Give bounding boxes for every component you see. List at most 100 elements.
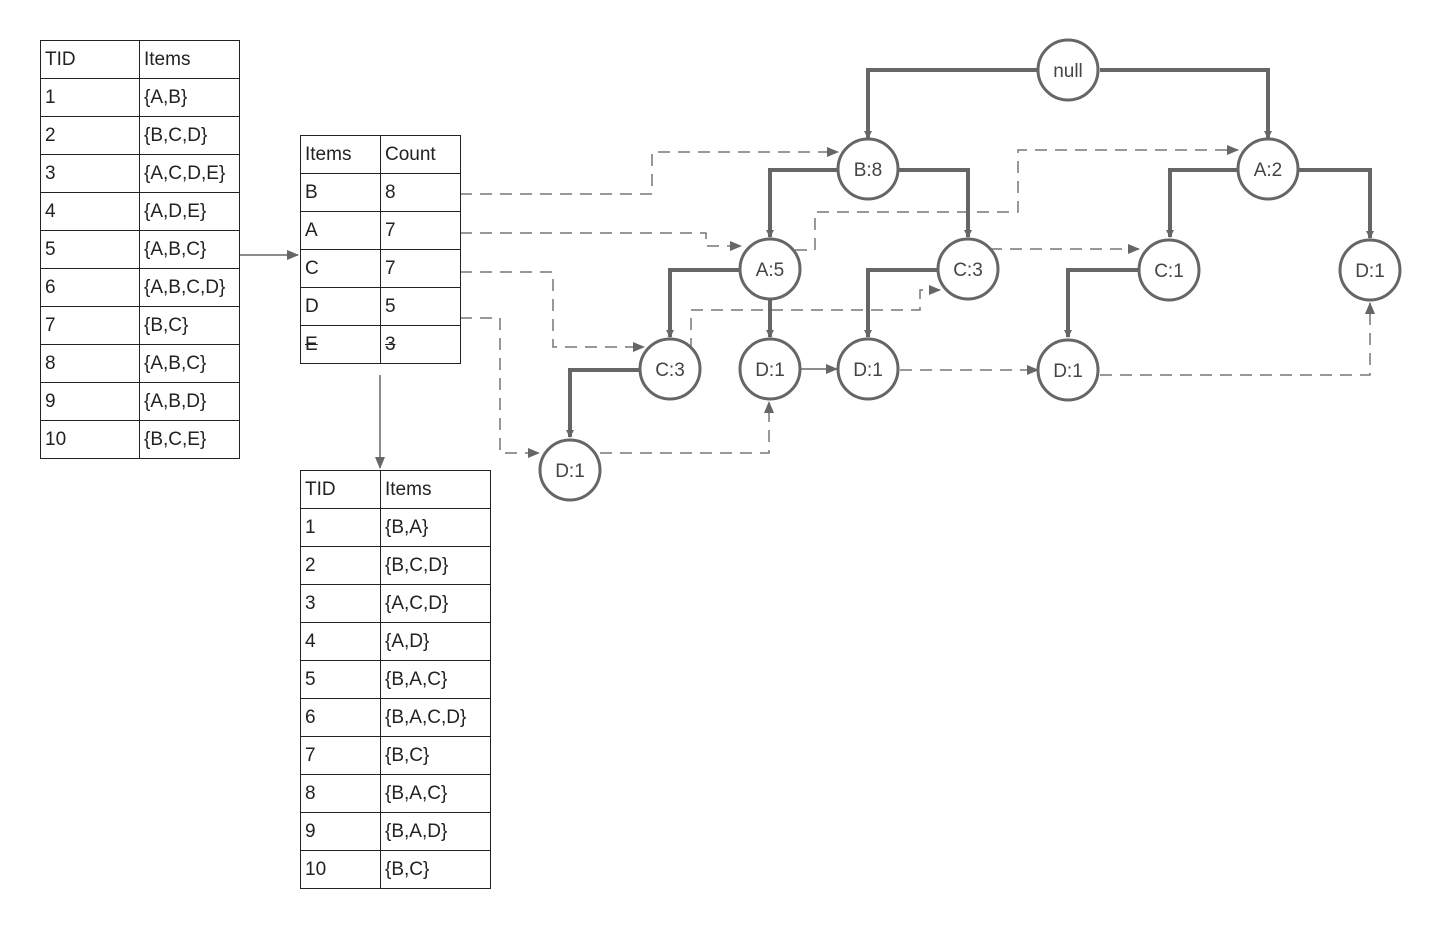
column-header: Items	[139, 40, 240, 79]
table-cell: {B,A,C}	[380, 660, 491, 699]
ordered-transaction-row: 7{B,C}	[300, 736, 491, 775]
tree-node-circle	[738, 237, 802, 301]
table-cell: {B,C,D}	[380, 546, 491, 585]
tree-node-d1a: D:1	[738, 337, 802, 401]
table-cell: 6	[40, 268, 140, 307]
tree-edge-c1-d1c	[1064, 268, 1139, 338]
column-header: Items	[300, 135, 381, 174]
transaction-row: 8{A,B,C}	[40, 344, 240, 383]
header-link-a	[460, 232, 742, 251]
tree-node-d1r: D:1	[1338, 238, 1402, 302]
table-cell: 10	[40, 420, 140, 459]
table-cell: 10	[300, 850, 381, 889]
table-cell: D	[300, 287, 381, 326]
table-cell: {A,C,D,E}	[139, 154, 240, 193]
tree-node-label: D:1	[1053, 361, 1083, 382]
ordered-transaction-row: 8{B,A,C}	[300, 774, 491, 813]
header-link-b	[460, 147, 839, 195]
tree-node-label: D:1	[1355, 261, 1385, 282]
tree-edge-root-b8	[864, 68, 1038, 139]
ordered-transaction-row: 9{B,A,D}	[300, 812, 491, 851]
table-cell: 4	[40, 192, 140, 231]
table-cell: 5	[40, 230, 140, 269]
table-cell: {A,D}	[380, 622, 491, 661]
table-cell: {A,B,C,D}	[139, 268, 240, 307]
transaction-row: 9{A,B,D}	[40, 382, 240, 421]
table-cell: 7	[40, 306, 140, 345]
table-cell: 3	[380, 325, 461, 364]
table-cell: {B,A,D}	[380, 812, 491, 851]
tree-node-d1b: D:1	[836, 337, 900, 401]
tree-node-circle	[1137, 238, 1201, 302]
transaction-row: 6{A,B,C,D}	[40, 268, 240, 307]
node-link-d1d-d1a	[600, 401, 774, 454]
tree-edge-a2-c1	[1166, 168, 1238, 238]
transaction-row: 3{A,C,D,E}	[40, 154, 240, 193]
table-cell: A	[300, 211, 381, 250]
table-cell: 3	[300, 584, 381, 623]
tree-node-a5: A:5	[738, 237, 802, 301]
tree-node-label: D:1	[853, 360, 883, 381]
table-cell: 7	[300, 736, 381, 775]
tree-node-label: D:1	[755, 360, 785, 381]
table-cell: {B,C}	[380, 736, 491, 775]
transaction-row: 4{A,D,E}	[40, 192, 240, 231]
table-cell: {B,A,C,D}	[380, 698, 491, 737]
column-header: TID	[300, 470, 381, 509]
tree-node-label: A:5	[756, 260, 785, 281]
tree-node-circle	[836, 337, 900, 401]
tree-node-a2: A:2	[1236, 137, 1300, 201]
tree-node-label: B:8	[854, 160, 883, 181]
node-link-d1c-d1r	[1100, 302, 1375, 376]
table-cell: 1	[300, 508, 381, 547]
table-cell: {B,C,D}	[139, 116, 240, 155]
ordered-transaction-row: 2{B,C,D}	[300, 546, 491, 585]
table-cell: 8	[300, 774, 381, 813]
column-header: Count	[380, 135, 461, 174]
tree-node-circle	[1036, 338, 1100, 402]
table-cell: 9	[40, 382, 140, 421]
tree-edge-c3r-d1b	[864, 268, 938, 338]
transaction-row: 10{B,C,E}	[40, 420, 240, 459]
ordered-transaction-row: 1{B,A}	[300, 508, 491, 547]
table-cell: 9	[300, 812, 381, 851]
table-cell: 6	[300, 698, 381, 737]
transaction-row: 1{A,B}	[40, 78, 240, 117]
table-cell: {B,C}	[380, 850, 491, 889]
tree-node-circle	[638, 337, 702, 401]
table-cell: 5	[300, 660, 381, 699]
tree-edge-c3l-d1d	[566, 368, 640, 438]
tree-node-circle	[1036, 38, 1100, 102]
tree-node-c1: C:1	[1137, 238, 1201, 302]
transaction-row: 5{A,B,C}	[40, 230, 240, 269]
table-cell: {A,D,E}	[139, 192, 240, 231]
tree-node-circle	[936, 237, 1000, 301]
tree-node-circle	[836, 137, 900, 201]
table-cell: 8	[40, 344, 140, 383]
tree-node-label: C:3	[953, 260, 983, 281]
table-cell: B	[300, 173, 381, 212]
table-cell: E	[300, 325, 381, 364]
table-cell: 8	[380, 173, 461, 212]
tree-node-circle	[738, 337, 802, 401]
ordered-transaction-row: 5{B,A,C}	[300, 660, 491, 699]
tree-edge-root-a2	[1100, 68, 1272, 139]
table-cell: 2	[40, 116, 140, 155]
ordered-transaction-row: 6{B,A,C,D}	[300, 698, 491, 737]
tree-edge-a2-d1r	[1298, 168, 1374, 239]
tree-edge-b8-c3r	[898, 168, 972, 238]
header-link-c	[460, 271, 645, 352]
tree-node-root: null	[1036, 38, 1100, 102]
table-cell: {B,C,E}	[139, 420, 240, 459]
tree-node-b8: B:8	[836, 137, 900, 201]
